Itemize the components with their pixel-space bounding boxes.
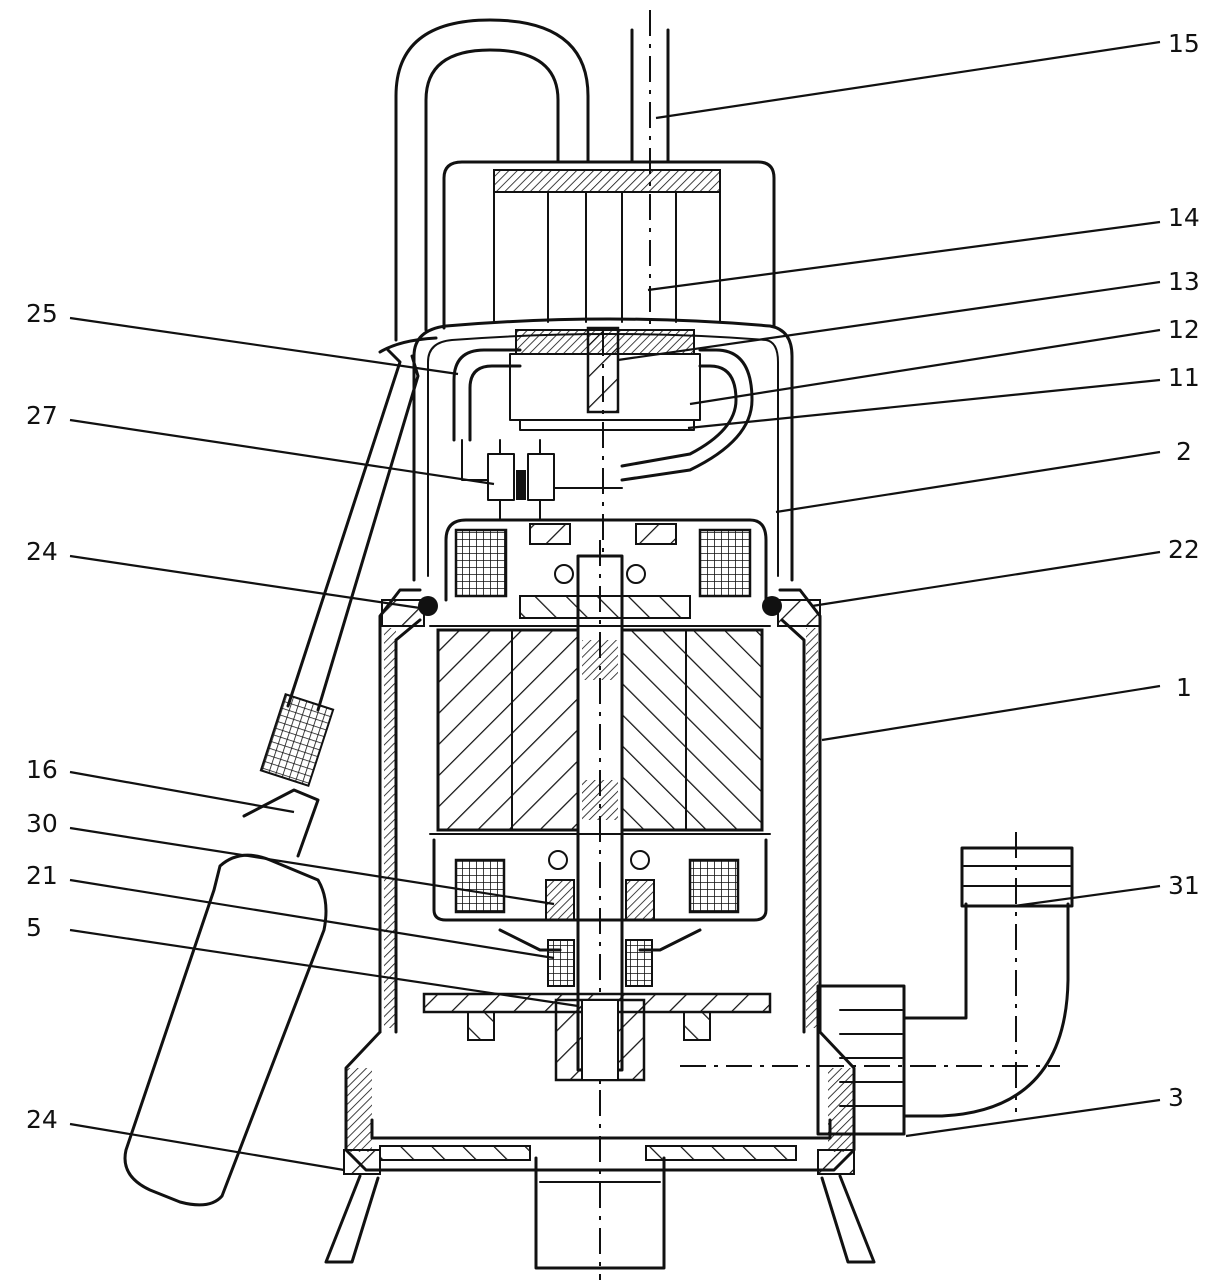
top-cover: [442, 160, 776, 330]
label-25: 25: [26, 299, 58, 328]
label-27: 27: [26, 401, 58, 430]
pump-feet: [324, 1090, 876, 1280]
impeller: [422, 992, 772, 1082]
label-16: 16: [26, 755, 58, 784]
label-30: 30: [26, 809, 58, 838]
terminal-connectors: [487, 439, 623, 521]
stator: [429, 625, 771, 835]
label-11: 11: [1168, 363, 1200, 392]
label-2: 2: [1176, 437, 1192, 466]
label-22: 22: [1168, 535, 1200, 564]
switch-block: [509, 326, 701, 560]
label-1: 1: [1176, 673, 1192, 702]
motor-end-shield-top: [444, 518, 768, 619]
label-24-top: 24: [26, 537, 58, 566]
label-15: 15: [1168, 29, 1200, 58]
label-24-bottom: 24: [26, 1105, 58, 1134]
shaft-seal: [498, 928, 702, 987]
label-13: 13: [1168, 267, 1200, 296]
label-31: 31: [1168, 871, 1200, 900]
carry-handle: [394, 18, 590, 342]
label-21: 21: [26, 861, 58, 890]
label-12: 12: [1168, 315, 1200, 344]
part-labels: 15 14 13 12 11 2 22 1 31 3 25 27 24 16 3…: [26, 29, 1200, 1134]
leader-lines: [69, 40, 1161, 1172]
label-14: 14: [1168, 203, 1200, 232]
label-5: 5: [26, 913, 42, 942]
internal-cable: [452, 348, 754, 482]
motor-end-shield-bottom: [432, 838, 768, 922]
label-3: 3: [1168, 1083, 1184, 1112]
